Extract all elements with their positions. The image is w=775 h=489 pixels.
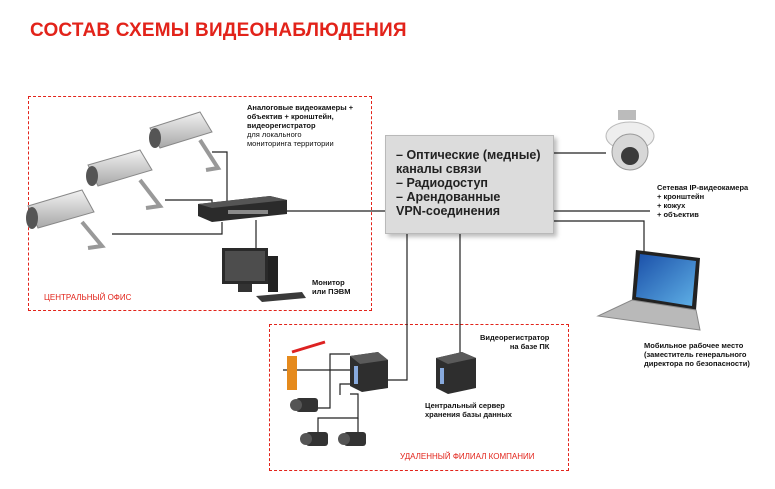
monitor-label: Монитор или ПЭВМ [312,278,351,296]
diagram-title: СОСТАВ СХЕМЫ ВИДЕОНАБЛЮДЕНИЯ [30,20,407,41]
laptop-icon [596,250,701,331]
barrier-icon [287,340,326,390]
communication-channels-box: Оптические (медные) каналы связи Радиодо… [385,135,554,234]
storage-server-label: Центральный сервер хранения базы данных [425,401,512,419]
hub-item: каналы связи [396,162,482,176]
analog-cameras-label: Аналоговые видеокамеры + объектив + крон… [247,103,354,148]
hub-item: Арендованные [396,190,553,204]
remote-branch-label: УДАЛЕННЫЙ ФИЛИАЛ КОМПАНИИ [400,452,535,461]
ip-camera-label: Сетевая IP-видеокамера + кронштейн + кож… [657,183,749,219]
mobile-workplace-label: Мобильное рабочее место (заместитель ген… [644,341,750,368]
remote-branch-zone [269,324,569,471]
central-office-zone [28,96,372,311]
pc-recorder-icon [350,352,388,392]
analog-camera-icon [26,189,106,250]
storage-server-icon [436,352,476,394]
analog-camera-icon [149,111,222,172]
hub-item: Радиодоступ [396,176,553,190]
box-camera-icon [290,398,318,412]
pc-recorder-label: Видеорегистратор на базе ПК [480,333,550,351]
hub-item: Оптические (медные) [396,148,553,162]
analog-camera-icon [86,149,164,210]
box-camera-icon [338,432,366,446]
monitor-icon [222,248,306,302]
dvr-icon [198,196,287,222]
box-camera-icon [300,432,328,446]
ip-dome-camera-icon [605,110,655,171]
connection-lines [112,151,650,432]
hub-item: VPN-соединения [396,204,501,218]
central-office-label: ЦЕНТРАЛЬНЫЙ ОФИС [44,293,132,302]
